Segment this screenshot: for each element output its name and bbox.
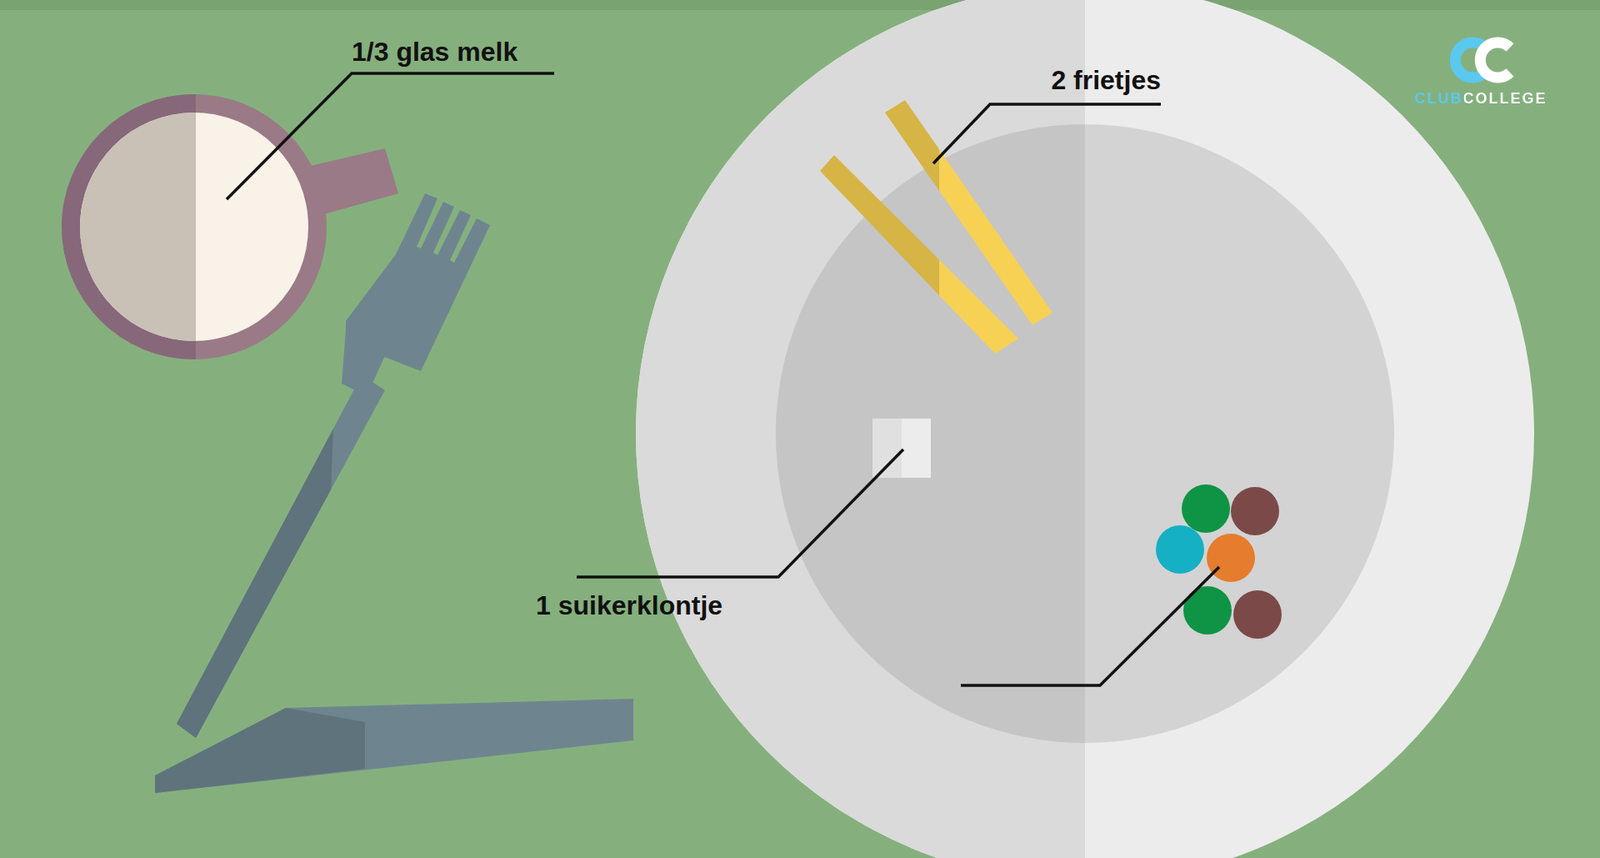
callout-label: 2 frietjes bbox=[1050, 65, 1161, 96]
shade bbox=[0, 0, 1600, 10]
leader-lines bbox=[226, 73, 1220, 685]
sugar-cube bbox=[872, 418, 931, 478]
candies bbox=[1155, 484, 1282, 639]
callout-label: 1/3 glas melk bbox=[351, 36, 518, 68]
logo-mark bbox=[1455, 42, 1510, 78]
knife bbox=[155, 698, 634, 793]
plate bbox=[635, 0, 1535, 858]
fork bbox=[176, 193, 490, 738]
callout-label: 1 suikerklontje bbox=[535, 590, 723, 621]
logo-text: CLUBCOLLEGE bbox=[1415, 90, 1548, 108]
leader-line bbox=[226, 73, 555, 200]
fries bbox=[820, 100, 1053, 354]
leader-line bbox=[933, 104, 1161, 164]
leader-line bbox=[960, 566, 1220, 685]
leader-line bbox=[576, 449, 904, 577]
